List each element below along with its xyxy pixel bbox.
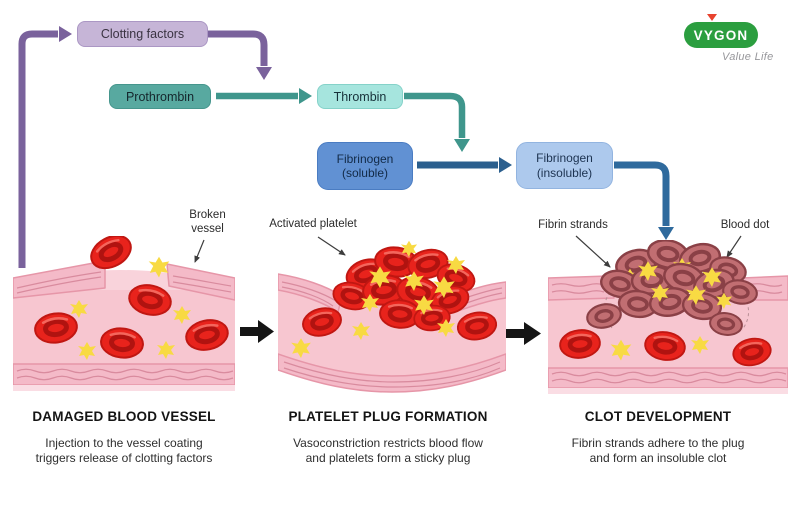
vessel-top-wall-left [13, 261, 106, 299]
stage1-description: Injection to the vessel coating triggers… [35, 436, 213, 465]
arrow-prothrombin-thrombin [216, 88, 312, 104]
broken-vessel-pointer [194, 239, 205, 263]
logo-triangle-icon [707, 14, 717, 21]
node-thrombin: Thrombin [317, 84, 403, 109]
arrow-fibrinogen-to-clot [614, 161, 674, 240]
fibrin-strands-label: Fibrin strands [538, 219, 608, 231]
blood-dot-pointer [726, 235, 742, 258]
blood-dot-label: Blood dot [720, 219, 770, 231]
stage2-description: Vasoconstriction restricts blood flow an… [293, 436, 483, 465]
stage-arrow-1 [240, 320, 274, 343]
broken-vessel-label: Broken vessel [189, 209, 226, 235]
vygon-logo: VYGON Value Life [684, 14, 779, 64]
clot-development-illustration [548, 240, 788, 394]
damaged-vessel-illustration [13, 236, 235, 391]
logo-tagline: Value Life [722, 51, 774, 63]
node-fibrinogen-insoluble: Fibrinogen (insoluble) [516, 142, 613, 189]
arrow-release-clotting-factors [18, 26, 72, 268]
node-fibrinogen-soluble: Fibrinogen (soluble) [317, 142, 413, 190]
vessel-top-wall-right [166, 263, 235, 301]
node-prothrombin: Prothrombin [109, 84, 211, 109]
arrow-thrombin-down [404, 92, 470, 152]
arrow-clotting-factors-down [208, 30, 272, 80]
vessel-bottom-wall [278, 353, 506, 393]
stage1-title: DAMAGED BLOOD VESSEL [32, 409, 216, 424]
stage-arrow-2 [506, 322, 541, 345]
vessel-bottom-wall [13, 363, 235, 391]
stage3-description: Fibrin strands adhere to the plug and fo… [571, 436, 745, 465]
node-clotting-factors: Clotting factors [77, 21, 208, 47]
platelet-plug-illustration [278, 240, 506, 393]
vessel-bottom-wall [548, 367, 788, 394]
fibrin-strands-pointer [575, 235, 611, 268]
stage2-title: PLATELET PLUG FORMATION [288, 409, 488, 424]
arrow-fibrinogen-conversion [417, 157, 512, 173]
activated-platelet-pointer [317, 236, 346, 256]
logo-brand: VYGON [684, 22, 758, 48]
stage3-title: CLOT DEVELOPMENT [584, 409, 732, 424]
activated-platelet-label: Activated platelet [269, 218, 357, 230]
